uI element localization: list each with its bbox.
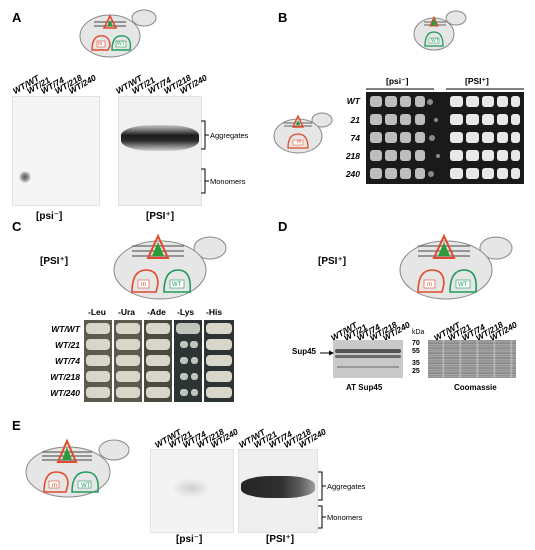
marker-d-3: 35 (412, 360, 420, 367)
cell-c-m-label: m (141, 282, 146, 288)
col-b-underline (366, 88, 524, 90)
yeast-cell-diagram-c (113, 233, 227, 300)
spot-plate-b (366, 92, 524, 184)
col-b-psi-plus: [PSI⁺] (465, 76, 489, 86)
panel-e-label: E (12, 418, 21, 433)
caption-a-right: [PSI⁺] (146, 211, 175, 222)
blot-e-psi-minus (150, 449, 234, 533)
cell-c-wt-label: WT (172, 282, 182, 288)
row-b-5: 240 (345, 169, 360, 179)
label-a-monomers: Monomers (210, 177, 246, 186)
row-b-2: 21 (350, 115, 360, 125)
cell-a-m-label: m (98, 41, 103, 47)
cell-b-top-wt-label: WT (431, 38, 439, 44)
cell-b-left-m-label: m (297, 139, 302, 145)
cell-a-wt-label: WT (117, 41, 125, 47)
row-b-3: 74 (350, 133, 360, 143)
bracket-e-monomers (318, 505, 326, 529)
cell-d-wt-label: WT (458, 282, 468, 288)
label-d-sup45: Sup45 (292, 347, 317, 356)
row-b-4: 218 (345, 151, 360, 161)
caption-e-left: [psi⁻] (176, 534, 203, 545)
label-e-aggregates: Aggregates (327, 482, 366, 491)
blot-e-psi-plus (238, 449, 318, 533)
col-b-psi-minus: [psi⁻] (386, 76, 409, 86)
marker-d-4: 25 (412, 368, 420, 375)
spot-plates-c (84, 320, 234, 402)
caption-d-left: AT Sup45 (346, 383, 383, 392)
yeast-cell-diagram-b-left (273, 112, 333, 154)
strain-c: [PSI⁺] (40, 256, 69, 267)
yeast-cell-diagram-b-top (413, 10, 467, 51)
panel-d-label: D (278, 219, 288, 234)
row-c-4: WT/218 (50, 372, 80, 382)
yeast-cell-diagram-a (79, 9, 157, 58)
panel-c-label: C (12, 219, 22, 234)
label-a-aggregates: Aggregates (210, 131, 249, 140)
media-c-3: -Ade (147, 307, 166, 317)
yeast-cell-diagram-e (25, 438, 130, 498)
marker-d-1: 70 (412, 340, 420, 347)
row-c-2: WT/21 (54, 340, 80, 350)
cell-e-m-label: m (52, 483, 57, 489)
strain-d: [PSI⁺] (318, 256, 347, 267)
bracket-e-aggregates (318, 471, 326, 501)
cell-d-m-label: m (427, 282, 432, 288)
row-c-1: WT/WT (51, 324, 80, 334)
row-c-3: WT/74 (54, 356, 80, 366)
arrow-d-sup45 (320, 350, 334, 356)
bracket-a-monomers (201, 168, 209, 194)
panel-a-label: A (12, 10, 22, 25)
blot-d-sup45 (333, 340, 403, 378)
blot-d-coomassie (428, 340, 516, 378)
label-d-kda: kDa (412, 329, 425, 336)
row-c-5: WT/240 (50, 388, 80, 398)
media-c-4: -Lys (177, 307, 195, 317)
media-c-5: -His (206, 307, 223, 317)
media-c-2: -Ura (118, 307, 136, 317)
marker-d-2: 55 (412, 348, 420, 355)
media-c-1: -Leu (88, 307, 106, 317)
yeast-cell-diagram-d (399, 233, 513, 300)
label-e-monomers: Monomers (327, 513, 363, 522)
bracket-a-aggregates (201, 120, 209, 150)
cell-e-wt-label: WT (81, 483, 91, 489)
blot-a-psi-plus (118, 96, 202, 206)
row-b-1: WT (346, 96, 360, 106)
caption-a-left: [psi⁻] (36, 211, 63, 222)
blot-a-psi-minus (12, 96, 100, 206)
panel-b-label: B (278, 10, 288, 25)
caption-d-right: Coomassie (454, 383, 497, 392)
caption-e-right: [PSI⁺] (266, 534, 295, 545)
